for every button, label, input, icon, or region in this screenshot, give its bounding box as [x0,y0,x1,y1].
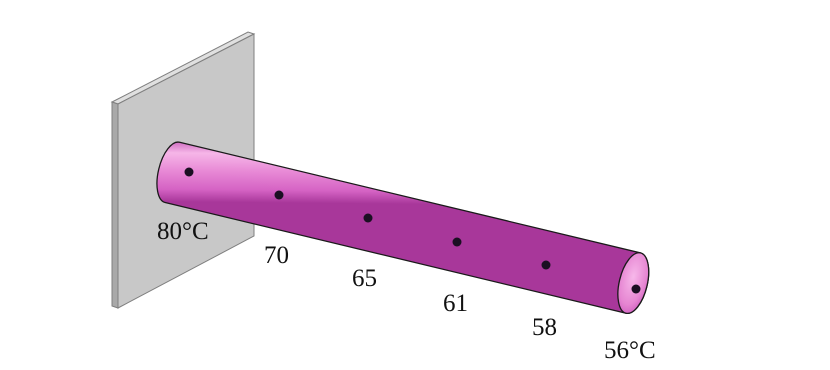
temperature-label-70: 70 [264,242,289,269]
temperature-label-65: 65 [352,265,377,292]
measurement-point-2 [274,190,284,200]
temperature-label-56: 56°C [604,337,656,364]
measurement-point-6 [631,284,641,294]
measurement-point-4 [452,237,462,247]
measurement-point-3 [363,213,373,223]
rod [156,141,650,315]
temperature-label-80: 80°C [157,218,209,245]
measurement-point-5 [541,260,551,270]
wall-side-face [111,101,119,309]
temperature-label-58: 58 [532,314,557,341]
temperature-label-61: 61 [443,290,468,317]
measurement-point-1 [184,167,194,177]
rod-end-face [617,252,650,315]
